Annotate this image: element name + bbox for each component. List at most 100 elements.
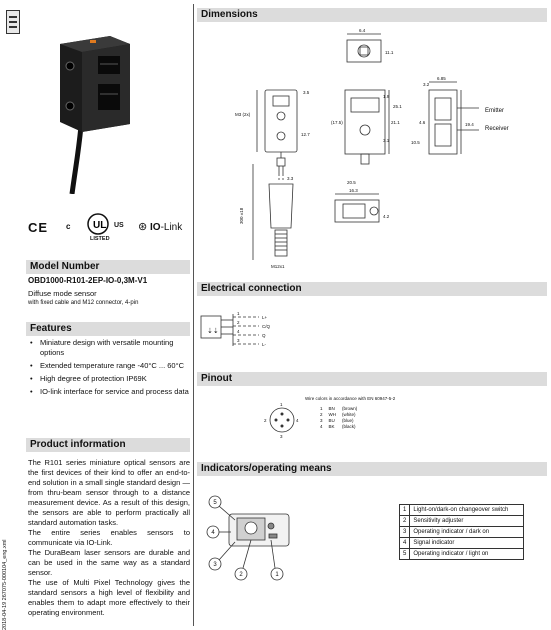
pin-number: 3 <box>237 338 240 343</box>
dim-label: 1.9 <box>383 94 390 99</box>
dim-label: 3.1 <box>383 138 390 143</box>
ul-left-text: c <box>66 222 71 231</box>
pin-number: 1 <box>237 311 240 316</box>
signal-label: L- <box>262 342 267 347</box>
pinout-pin-label: 2 <box>264 418 267 423</box>
legend-text: Sensitivity adjuster <box>409 515 525 527</box>
ul-bottom-text: LISTED <box>90 236 110 242</box>
feature-item: IO-link interface for service and proces… <box>28 387 190 397</box>
wire-colors-title: Wire colors in accordance with EN 60947-… <box>305 396 396 401</box>
feature-item: Extended temperature range -40°C ... 60°… <box>28 361 190 371</box>
features-list: Miniature design with versatile mounting… <box>28 338 190 400</box>
callout-number: 1 <box>275 572 279 578</box>
dim-label: 3.3 <box>287 176 294 181</box>
io-link-icon: ⊛ <box>138 221 148 233</box>
callout-number: 2 <box>239 572 243 578</box>
wire-pin: 2 <box>320 412 323 417</box>
wire-code: WH <box>328 412 337 417</box>
wire-color: (blue) <box>342 418 354 423</box>
dimensions-drawing: 6.4 11.1 M3 (2x) 3.5 21.1 (17.5) 1.9 3.1… <box>235 28 509 269</box>
signal-label: C/Q <box>262 324 271 329</box>
dim-label: 21.1 <box>391 120 400 125</box>
legend-number: 5 <box>398 548 411 560</box>
ul-listed-mark-icon: UL <box>87 213 109 235</box>
legend-number: 1 <box>398 504 411 516</box>
legend-text: Light-on/dark-on changeover switch <box>409 504 525 516</box>
model-number-heading: Model Number <box>26 260 190 274</box>
dim-label: 6.85 <box>437 76 446 81</box>
features-heading: Features <box>26 322 190 336</box>
wire-code: BN <box>328 406 335 411</box>
signal-label: Q <box>262 333 266 338</box>
wire-color: (black) <box>342 424 356 429</box>
pinout-heading: Pinout <box>197 372 547 386</box>
feature-item: High degree of protection IP69K <box>28 374 190 384</box>
product-information-heading: Product information <box>26 438 190 452</box>
certification-marks: CE UL c US LISTED ⊛ IO-Link <box>28 212 193 242</box>
wire-pin: 4 <box>320 424 323 429</box>
callout-number: 5 <box>213 500 217 506</box>
dim-label: 6.4 <box>359 28 366 33</box>
emitter-label: Emitter <box>485 108 504 114</box>
legend-text: Operating indicator / light on <box>409 548 525 560</box>
product-paragraph: The R101 series miniature optical sensor… <box>28 458 190 527</box>
ul-right-text: US <box>114 222 124 229</box>
svg-text:UL: UL <box>93 220 106 231</box>
dim-label: 4.6 <box>419 120 426 125</box>
model-description: Diffuse mode sensor <box>28 289 97 298</box>
io-link-bold: IO <box>150 222 161 233</box>
receiver-label: Receiver <box>485 126 509 132</box>
electrical-connection-diagram: ⇣⇣ 1 2 4 3 L+ C/Q Q L- <box>200 311 271 347</box>
dim-label: M12x1 <box>271 264 285 269</box>
brand-logo-icon <box>6 10 20 34</box>
dim-label: 20.5 <box>347 180 356 185</box>
wire-color: (brown) <box>342 406 358 411</box>
model-details: with fixed cable and M12 connector, 4-pi… <box>28 300 139 306</box>
product-paragraph: The use of Multi Pixel Technology gives … <box>28 578 190 617</box>
io-link-mark: ⊛ IO-Link <box>138 220 182 233</box>
callout-number: 4 <box>211 530 215 536</box>
dim-label: 16.3 <box>349 188 358 193</box>
pin-number: 2 <box>237 320 240 325</box>
legend-number: 4 <box>398 537 411 549</box>
legend-text: Signal indicator <box>409 537 525 549</box>
table-row: 3 BU (blue) <box>320 418 363 424</box>
dim-label: 3.5 <box>303 90 310 95</box>
product-information-text: The R101 series miniature optical sensor… <box>28 458 190 618</box>
indicators-diagram: 5 4 3 2 1 <box>206 495 290 581</box>
document-reference-code: 2018-04-19 267075-000104_eng.xml <box>2 539 8 630</box>
column-divider <box>193 4 194 626</box>
dim-label: 12.7 <box>301 132 310 137</box>
electrical-connection-heading: Electrical connection <box>197 282 547 296</box>
feature-item: Miniature design with versatile mounting… <box>28 338 190 358</box>
table-row: 4 BK (black) <box>320 424 363 430</box>
dim-label: 11.1 <box>385 50 394 55</box>
dim-label: 10.5 <box>411 140 420 145</box>
dim-label: 4.2 <box>383 214 390 219</box>
wire-code: BK <box>328 424 335 429</box>
io-link-rest: -Link <box>160 222 183 233</box>
dim-label: 25.1 <box>393 104 402 109</box>
indicators-heading: Indicators/operating means <box>197 462 547 476</box>
dim-label: M3 (2x) <box>235 112 251 117</box>
product-paragraph: The DuraBeam laser sensors are durable a… <box>28 548 190 577</box>
wire-code: BU <box>328 418 335 423</box>
pinout-connector-diagram: 1 2 3 4 <box>264 402 299 439</box>
dim-label: 3.2 <box>423 82 430 87</box>
legend-number: 3 <box>398 526 411 538</box>
dim-label: 19.4 <box>465 122 474 127</box>
product-photo <box>60 36 130 194</box>
pinout-pin-label: 1 <box>280 402 283 407</box>
wire-pin: 3 <box>320 418 323 423</box>
callout-number: 3 <box>213 562 217 568</box>
svg-text:⇣⇣: ⇣⇣ <box>207 327 219 335</box>
